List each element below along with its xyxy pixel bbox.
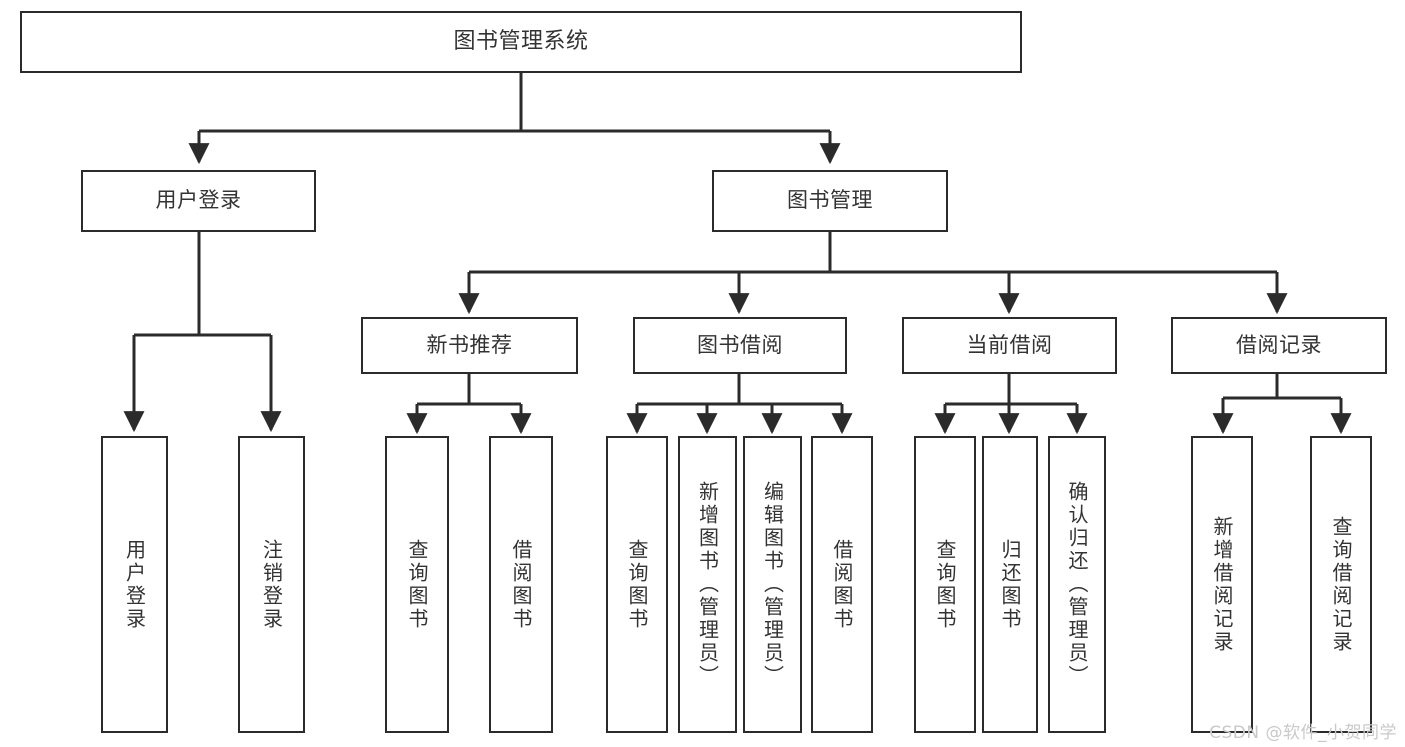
leaf-book-borrow-edit[interactable]: 编辑图书（管理员）	[743, 436, 802, 733]
node-borrow-record[interactable]: 借阅记录	[1171, 317, 1387, 374]
leaf-book-borrow-add[interactable]: 新增图书（管理员）	[678, 436, 737, 733]
node-user-login[interactable]: 用户登录	[81, 170, 316, 232]
node-label: 用户登录	[155, 188, 242, 213]
leaf-label: 查询图书	[625, 538, 649, 631]
node-book-borrow[interactable]: 图书借阅	[633, 317, 847, 374]
node-label: 当前借阅	[966, 332, 1053, 357]
leaf-borrow-record-query[interactable]: 查询借阅记录	[1310, 436, 1372, 733]
node-label: 图书管理	[787, 188, 873, 213]
leaf-current-borrow-return[interactable]: 归还图书	[982, 436, 1038, 733]
watermark-csdn: CSDN @软件_小贺同学	[1209, 723, 1397, 743]
leaf-label: 新增图书（管理员）	[695, 481, 720, 688]
leaf-label: 注销登录	[259, 538, 284, 631]
leaf-label: 用户登录	[122, 538, 147, 631]
leaf-label: 新增借阅记录	[1210, 515, 1234, 654]
node-label: 图书管理系统	[453, 28, 589, 54]
leaf-label: 归还图书	[998, 538, 1022, 631]
leaf-label: 查询借阅记录	[1329, 515, 1353, 654]
node-root-system[interactable]: 图书管理系统	[20, 11, 1022, 73]
leaf-label: 借阅图书	[509, 538, 533, 631]
node-label: 新书推荐	[426, 332, 513, 357]
leaf-current-borrow-query[interactable]: 查询图书	[914, 436, 976, 733]
node-book-management[interactable]: 图书管理	[712, 170, 948, 232]
leaf-label: 查询图书	[405, 538, 429, 631]
leaf-label: 编辑图书（管理员）	[760, 481, 785, 688]
node-label: 借阅记录	[1236, 332, 1322, 357]
leaf-new-book-borrow[interactable]: 借阅图书	[489, 436, 553, 733]
leaf-label: 查询图书	[933, 538, 957, 631]
leaf-new-book-query[interactable]: 查询图书	[385, 436, 449, 733]
leaf-current-borrow-confirm-return[interactable]: 确认归还（管理员）	[1048, 436, 1106, 733]
node-new-book-recommend[interactable]: 新书推荐	[361, 317, 578, 374]
leaf-book-borrow-query[interactable]: 查询图书	[606, 436, 668, 733]
node-current-borrow[interactable]: 当前借阅	[902, 317, 1117, 374]
leaf-borrow-record-add[interactable]: 新增借阅记录	[1191, 436, 1253, 733]
leaf-label: 确认归还（管理员）	[1065, 481, 1089, 688]
node-label: 图书借阅	[697, 332, 783, 357]
leaf-label: 借阅图书	[830, 538, 854, 631]
leaf-book-borrow-borrow[interactable]: 借阅图书	[811, 436, 873, 733]
leaf-user-login-logout[interactable]: 注销登录	[238, 436, 305, 733]
leaf-user-login-login[interactable]: 用户登录	[101, 436, 168, 733]
